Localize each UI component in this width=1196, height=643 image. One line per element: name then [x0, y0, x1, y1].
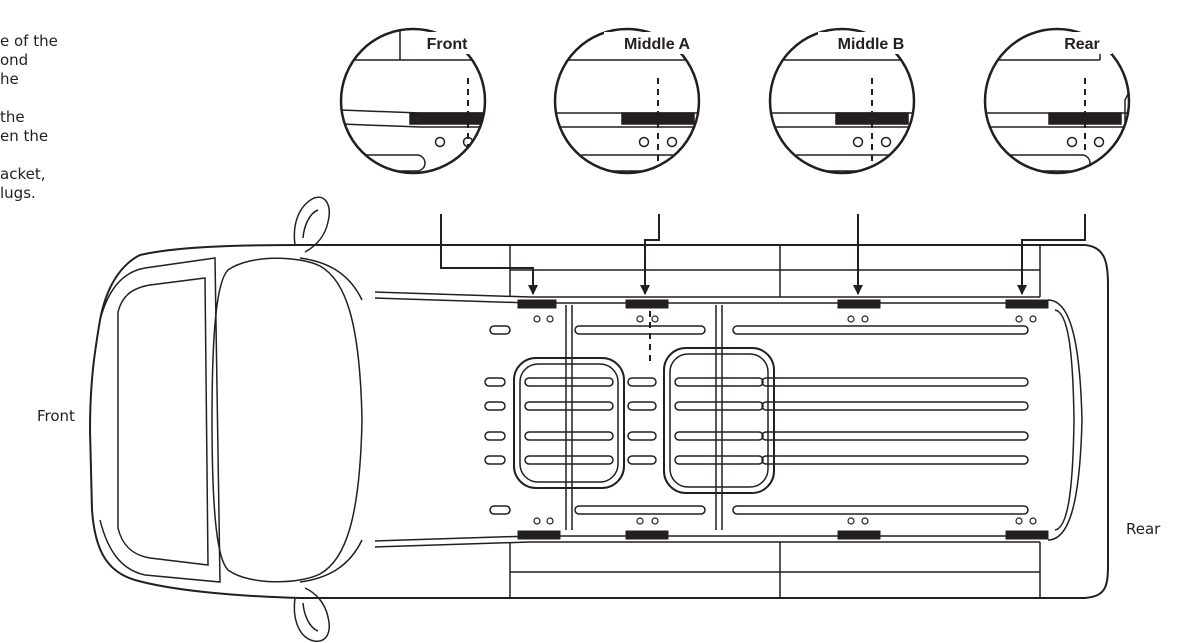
roof-ribs: [484, 325, 1029, 515]
arrow-down-icon: [640, 214, 660, 295]
bolt-hole-icon: [861, 315, 869, 323]
note-line: acket,: [0, 165, 46, 183]
detail-circle-middle-a: Middle A: [553, 27, 710, 175]
bolt-hole-icon: [546, 315, 554, 323]
callout-label-front: Front: [427, 36, 469, 53]
hood: [211, 257, 363, 583]
callout-arrows: [440, 214, 1086, 295]
bolt-hole-icon: [651, 315, 659, 323]
detail-circle-rear: Rear: [983, 27, 1131, 175]
mount-bracket-icon: [837, 299, 881, 309]
arrow-down-icon: [440, 214, 538, 295]
callout-label-middle-a: Middle A: [624, 36, 691, 53]
instruction-text-fragment: e of the ond he the en the acket, lugs.: [0, 32, 120, 203]
mount-bracket-icon: [1005, 530, 1049, 540]
bolt-hole-icon: [1015, 517, 1023, 525]
bolt-hole-icon: [636, 517, 644, 525]
mount-bracket-icon: [517, 299, 557, 309]
vehicle-rear-label: Rear: [1126, 520, 1161, 538]
detail-circle-middle-b: Middle B: [768, 27, 924, 175]
mount-bracket-icon: [835, 112, 909, 125]
van-outline: [88, 244, 1109, 599]
detail-circle-front: Front: [339, 27, 487, 175]
mount-bracket-icon: [625, 530, 669, 540]
note-line: the: [0, 108, 25, 126]
side-rails: [374, 245, 1041, 598]
bolt-hole-icon: [861, 517, 869, 525]
bolt-hole-icon: [533, 315, 541, 323]
bolt-hole-icon: [847, 517, 855, 525]
note-line: en the: [0, 127, 49, 145]
note-line: e of the: [0, 32, 58, 50]
note-line: he: [0, 70, 19, 88]
mount-bracket-icon: [1048, 112, 1122, 125]
mount-bracket-icon: [409, 112, 483, 125]
bolt-hole-icon: [1029, 315, 1037, 323]
rear-door: [1047, 299, 1083, 541]
note-line: ond: [0, 51, 29, 69]
arrow-down-icon: [1017, 214, 1086, 295]
bolt-hole-icon: [1029, 517, 1037, 525]
mount-brackets: [517, 299, 1049, 540]
roof-panel: [513, 305, 775, 530]
callout-label-middle-b: Middle B: [838, 36, 905, 53]
mount-bracket-icon: [625, 299, 669, 309]
bolt-hole-icon: [1015, 315, 1023, 323]
bolt-holes: [533, 315, 1037, 525]
mount-bracket-icon: [517, 530, 561, 540]
windshield: [99, 257, 221, 583]
note-line: lugs.: [0, 184, 36, 202]
mount-bracket-icon: [837, 530, 881, 540]
vehicle-front-label: Front: [37, 407, 75, 425]
bolt-hole-icon: [847, 315, 855, 323]
side-mirror-top: [293, 196, 330, 253]
callout-label-rear: Rear: [1064, 36, 1100, 53]
mount-bracket-icon: [1005, 299, 1049, 309]
bolt-hole-icon: [636, 315, 644, 323]
bolt-hole-icon: [651, 517, 659, 525]
side-mirror-bottom: [293, 587, 330, 642]
bolt-hole-icon: [533, 517, 541, 525]
bolt-hole-icon: [546, 517, 554, 525]
mount-bracket-icon: [621, 112, 695, 125]
